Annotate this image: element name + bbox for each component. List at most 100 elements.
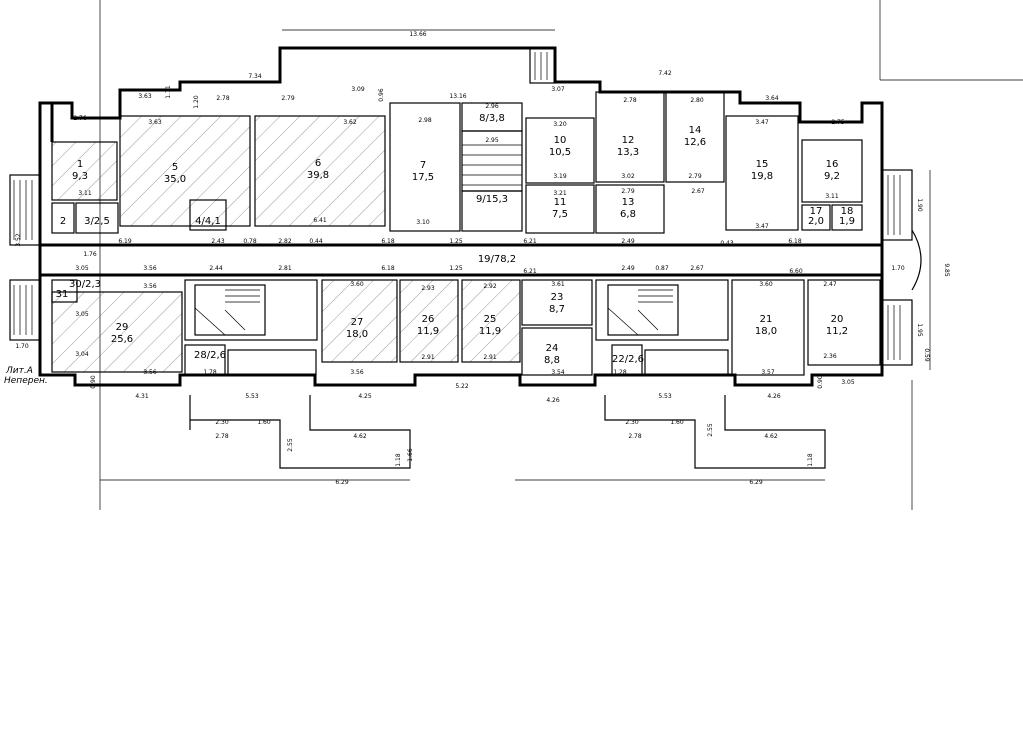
room-12-num: 12 — [622, 135, 635, 146]
room-3-num: 3/2,5 — [84, 216, 110, 227]
dim: 4.62 — [353, 433, 367, 440]
dim: 3.47 — [755, 223, 769, 230]
room-11-num: 11 — [554, 197, 567, 208]
room-22-num: 22/2,6 — [612, 354, 644, 365]
dim: 3.09 — [351, 86, 365, 93]
dim: 0.43 — [720, 240, 734, 247]
dim: 2.96 — [485, 103, 499, 110]
dim: 2.79 — [281, 95, 295, 102]
room-30-num: 30/2,3 — [69, 279, 101, 290]
dim: 1.25 — [449, 265, 463, 272]
dim: 5.53 — [658, 393, 672, 400]
room-10-area: 10,5 — [549, 147, 571, 158]
room-1-num: 1 — [77, 159, 83, 170]
room-26-area: 11,9 — [417, 326, 439, 337]
dim: 0.96 — [378, 88, 385, 102]
room-28-num: 28/2,6 — [194, 350, 226, 361]
dim: 5.22 — [455, 383, 469, 390]
dim: 6.29 — [335, 479, 349, 486]
room-20-area: 11,2 — [826, 326, 848, 337]
dim: 1.18 — [807, 453, 814, 467]
dim: 2.75 — [831, 119, 845, 126]
page-frame — [99, 0, 1023, 510]
dim: 1.76 — [83, 251, 97, 258]
dim: 6.29 — [749, 479, 763, 486]
dim: 13.66 — [409, 31, 426, 38]
room-26-num: 26 — [422, 314, 435, 325]
dim: 4.31 — [135, 393, 149, 400]
dim: 3.47 — [755, 119, 769, 126]
room-6-num: 6 — [315, 158, 321, 169]
pereh-label: Неперен. — [4, 376, 48, 386]
dim: 6.18 — [381, 238, 395, 245]
room-25-num: 25 — [484, 314, 497, 325]
top-entrance-stair — [282, 29, 556, 84]
room-18-num: 18 — [841, 206, 854, 217]
dim: 3.05 — [75, 265, 89, 272]
dim: 2.79 — [621, 188, 635, 195]
room-2-num: 2 — [60, 216, 66, 227]
dim: 1.70 — [891, 265, 905, 272]
right-porch — [881, 169, 931, 370]
room-24-num: 24 — [546, 343, 559, 354]
dim: 1.71 — [165, 85, 172, 99]
dim: 3.19 — [553, 173, 567, 180]
dim: 3.07 — [551, 86, 565, 93]
dim: 3.62 — [343, 119, 357, 126]
room-17-num: 17 — [810, 206, 823, 217]
room-8-num: 8/3,8 — [479, 113, 505, 124]
room-20-num: 20 — [831, 314, 844, 325]
dim: 3.20 — [553, 121, 567, 128]
dim: 1.78 — [203, 369, 217, 376]
left-porch — [9, 174, 41, 341]
room-5-num: 5 — [172, 162, 178, 173]
dim: 2.91 — [483, 354, 497, 361]
lower-stair-left — [194, 284, 266, 336]
room-11-area: 7,5 — [552, 209, 568, 220]
dim: 3.54 — [551, 369, 565, 376]
dim: 2.78 — [215, 433, 229, 440]
dim: 0.90 — [90, 375, 97, 389]
dim: 0.87 — [655, 265, 669, 272]
dim: 13.16 — [449, 93, 466, 100]
dim: 2.44 — [209, 265, 223, 272]
dim: 2.95 — [485, 137, 499, 144]
dim: 2.98 — [418, 117, 432, 124]
dim: 2.93 — [421, 285, 435, 292]
dim: 7.34 — [248, 73, 262, 80]
room-27-num: 27 — [351, 317, 364, 328]
lit-label: Лит.А — [5, 366, 33, 376]
dim: 2.78 — [623, 97, 637, 104]
room-9-num: 9/15,3 — [476, 194, 508, 205]
dim: 1.90 — [916, 198, 923, 212]
room-25-area: 11,9 — [479, 326, 501, 337]
dim: 0.59 — [923, 348, 930, 362]
dim: 2.49 — [621, 238, 635, 245]
dim: 3.10 — [416, 219, 430, 226]
dim: 2.78 — [216, 95, 230, 102]
dim: 2.55 — [287, 438, 294, 452]
lower-partitions — [51, 279, 881, 376]
dim: 6.41 — [313, 217, 327, 224]
dim: 6.18 — [788, 238, 802, 245]
room-6-area: 39,8 — [307, 170, 329, 181]
room-18-area: 1,9 — [839, 216, 855, 227]
dim: 3.56 — [143, 265, 157, 272]
dim: 1.60 — [670, 419, 684, 426]
side-captions: Лит.А Неперен. — [4, 366, 48, 386]
dim: 4.62 — [764, 433, 778, 440]
dim: 6.21 — [523, 268, 537, 275]
room-29-num: 29 — [116, 322, 129, 333]
dim: 1.28 — [613, 369, 627, 376]
dim: 2.76 — [73, 115, 87, 122]
room-7-num: 7 — [420, 160, 426, 171]
dim: 3.11 — [78, 190, 92, 197]
room-labels: 1 9,3 2 3/2,5 4/4,1 5 35,0 6 39,8 7 17,5… — [56, 113, 855, 366]
dim: 1.25 — [449, 238, 463, 245]
dim: 3.52 — [15, 233, 22, 247]
dim: 3.64 — [765, 95, 779, 102]
dim: 3.02 — [621, 173, 635, 180]
dim: 2.91 — [421, 354, 435, 361]
dim: 3.05 — [841, 379, 855, 386]
